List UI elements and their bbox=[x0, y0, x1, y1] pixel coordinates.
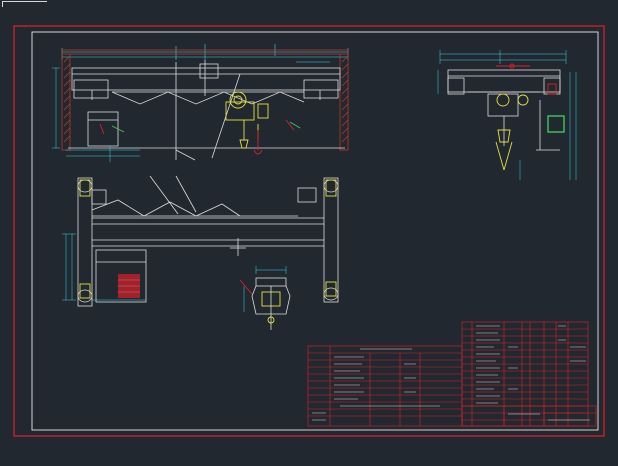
front-elevation-view[interactable] bbox=[52, 44, 349, 162]
trolley-detail-view[interactable] bbox=[239, 266, 291, 330]
title-block-entries bbox=[312, 348, 590, 421]
outer-sheet-frame bbox=[13, 25, 605, 437]
crosshair-corner bbox=[2, 1, 47, 7]
parts-list-table[interactable] bbox=[461, 321, 589, 427]
plan-view[interactable] bbox=[62, 175, 339, 307]
inner-drawing-border bbox=[31, 31, 599, 431]
side-elevation-view[interactable] bbox=[437, 50, 577, 180]
title-block-table[interactable] bbox=[307, 345, 597, 427]
motor-highlight bbox=[547, 115, 565, 133]
parts-list-entries bbox=[476, 325, 586, 404]
